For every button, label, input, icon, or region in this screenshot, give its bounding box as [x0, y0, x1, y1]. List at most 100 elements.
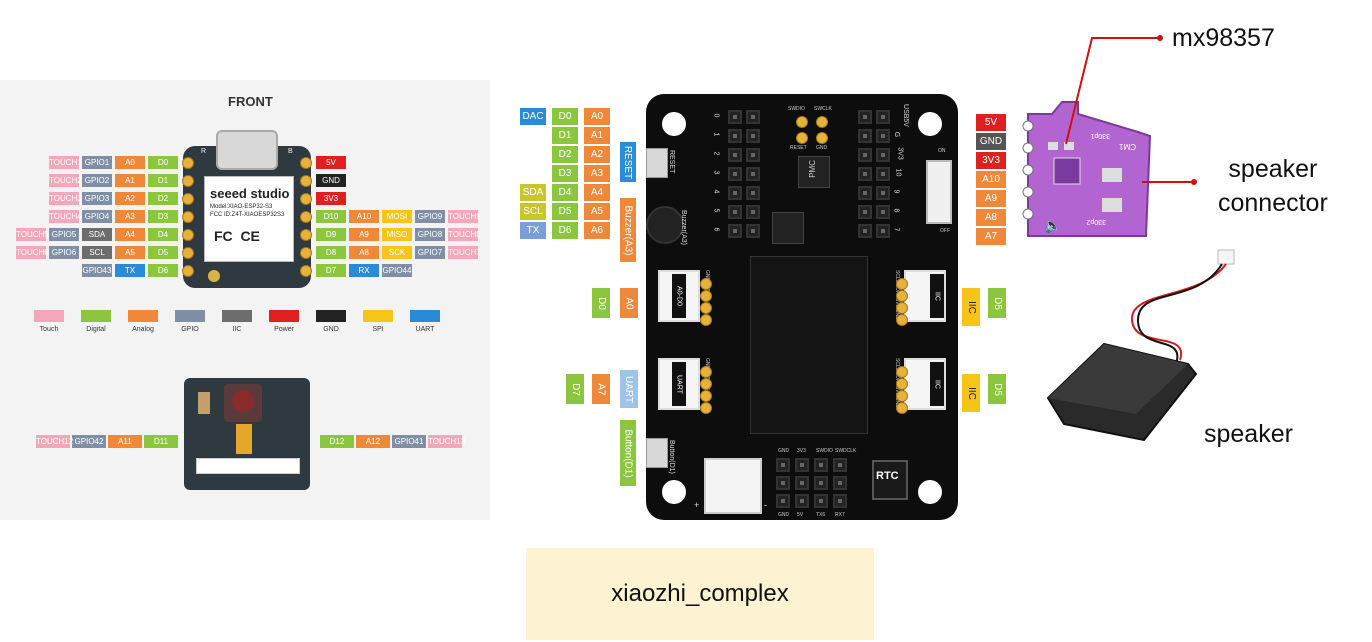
castellated-pad: [300, 157, 312, 169]
pin-label: D8: [316, 246, 346, 259]
pin-label: GPIO8: [415, 228, 445, 241]
grove-tag-iic: IIC: [962, 374, 980, 412]
reset-button[interactable]: [646, 148, 668, 178]
board-pin-label: D1: [552, 127, 578, 144]
pin-label: GPIO44: [382, 264, 412, 277]
pin-label: MISO: [382, 228, 412, 241]
castellated-pad: [182, 229, 194, 241]
header-pin: [814, 494, 828, 508]
pin-label: A0: [115, 156, 145, 169]
pin-label: A9: [349, 228, 379, 241]
castellated-pad: [182, 193, 194, 205]
board-pin-label: A9: [976, 190, 1006, 207]
header-pin: [858, 129, 872, 143]
speaker-wire-black: [1136, 263, 1223, 365]
board-pin-label: TX: [520, 222, 546, 239]
swd-pad: [816, 116, 828, 128]
usb-c-port: [216, 130, 278, 170]
grove-plug: IIC: [930, 362, 944, 406]
pin-label: 3V3: [316, 192, 346, 205]
grove-plug-label: A0-D0: [675, 286, 683, 306]
pin-label: A1: [115, 174, 145, 187]
grove-tag-analog: A0: [620, 288, 638, 318]
button-tag: Button(D1): [620, 420, 636, 486]
display-area: [750, 256, 868, 434]
header-pin: [795, 476, 809, 490]
pin-label: GPIO43: [82, 264, 112, 277]
header-pin: [876, 129, 890, 143]
pin-label: A5: [115, 246, 145, 259]
header-pin: [728, 110, 742, 124]
pin-label: TOUCH13: [428, 435, 466, 448]
grove-tag-digital: D7: [566, 374, 584, 404]
button-d1[interactable]: [646, 438, 668, 468]
pin-label: A2: [115, 192, 145, 205]
pin-label: D6: [148, 264, 178, 277]
minus-label: -: [764, 500, 767, 510]
pin-label: SCK: [382, 246, 412, 259]
mount-hole-tr: [918, 112, 942, 136]
legend-label: Digital: [86, 326, 106, 333]
legend-label: IIC: [232, 326, 242, 333]
header-pin: [746, 205, 760, 219]
bottom-header-label: 5V: [797, 512, 804, 518]
amp-pad: [1022, 208, 1034, 220]
grove-tag-digital: D5: [988, 288, 1006, 318]
pin-label: A11: [108, 435, 142, 448]
front-title: FRONT: [228, 94, 273, 109]
board-pin-label: GND: [976, 133, 1006, 150]
amp-cap: [1102, 168, 1122, 182]
legend-swatch: [316, 310, 346, 322]
header-pin: [814, 476, 828, 490]
legend-label: Analog: [132, 326, 154, 333]
swd-pad: [816, 132, 828, 144]
pin-label: TOUCH2: [49, 174, 82, 187]
pin-label: D7: [316, 264, 346, 277]
bottom-header-label: GND: [778, 512, 790, 518]
castellated-pad: [182, 175, 194, 187]
mount-hole-br: [918, 480, 942, 504]
grove-pin: [896, 302, 908, 314]
pin-label: A3: [115, 210, 145, 223]
pin-label: A4: [115, 228, 145, 241]
camera-lens: [232, 390, 254, 412]
grove-pin: [700, 302, 712, 314]
grove-tag-uart: UART: [620, 370, 638, 408]
grove-pin: [896, 378, 908, 390]
pin-label: 5V: [316, 156, 346, 169]
pin-label: D5: [148, 246, 178, 259]
callout-speaker: speaker: [1204, 420, 1293, 448]
legend-label: GND: [323, 326, 339, 333]
grove-pin: [896, 402, 908, 414]
legend-swatch: [363, 310, 393, 322]
fpc-connector: [196, 458, 300, 474]
board-pin-label: SCL: [520, 203, 546, 220]
amp-callout-dot: [1157, 35, 1163, 41]
caption-box: [526, 548, 874, 640]
board-pin-label: A4: [584, 184, 610, 201]
header-pin: [728, 129, 742, 143]
pin-label: D2: [148, 192, 178, 205]
header-pin: [876, 110, 890, 124]
pin-label: TOUCH7: [448, 246, 481, 259]
legend-swatch: [410, 310, 440, 322]
board-pin-label: A10: [976, 171, 1006, 188]
header-pin: [746, 167, 760, 181]
castellated-pad: [300, 265, 312, 277]
speaker-assembly: [1046, 249, 1235, 442]
mount-hole-bl: [662, 480, 686, 504]
swd-label-swdio: SWDIO: [788, 106, 805, 112]
castellated-pad: [182, 265, 194, 277]
bottom-header-label: GND: [778, 448, 790, 454]
pin-label: A8: [349, 246, 379, 259]
castellated-pad: [300, 175, 312, 187]
bottom-header-label: TX6: [816, 512, 826, 518]
legend-label: UART: [415, 326, 435, 333]
header-pin: [728, 148, 742, 162]
header-pin: [876, 205, 890, 219]
header-pin: [728, 167, 742, 181]
legend-label: SPI: [372, 326, 384, 333]
grove-tag-digital: D5: [988, 374, 1006, 404]
buzzer-tag: Buzzer(A3): [620, 198, 636, 262]
